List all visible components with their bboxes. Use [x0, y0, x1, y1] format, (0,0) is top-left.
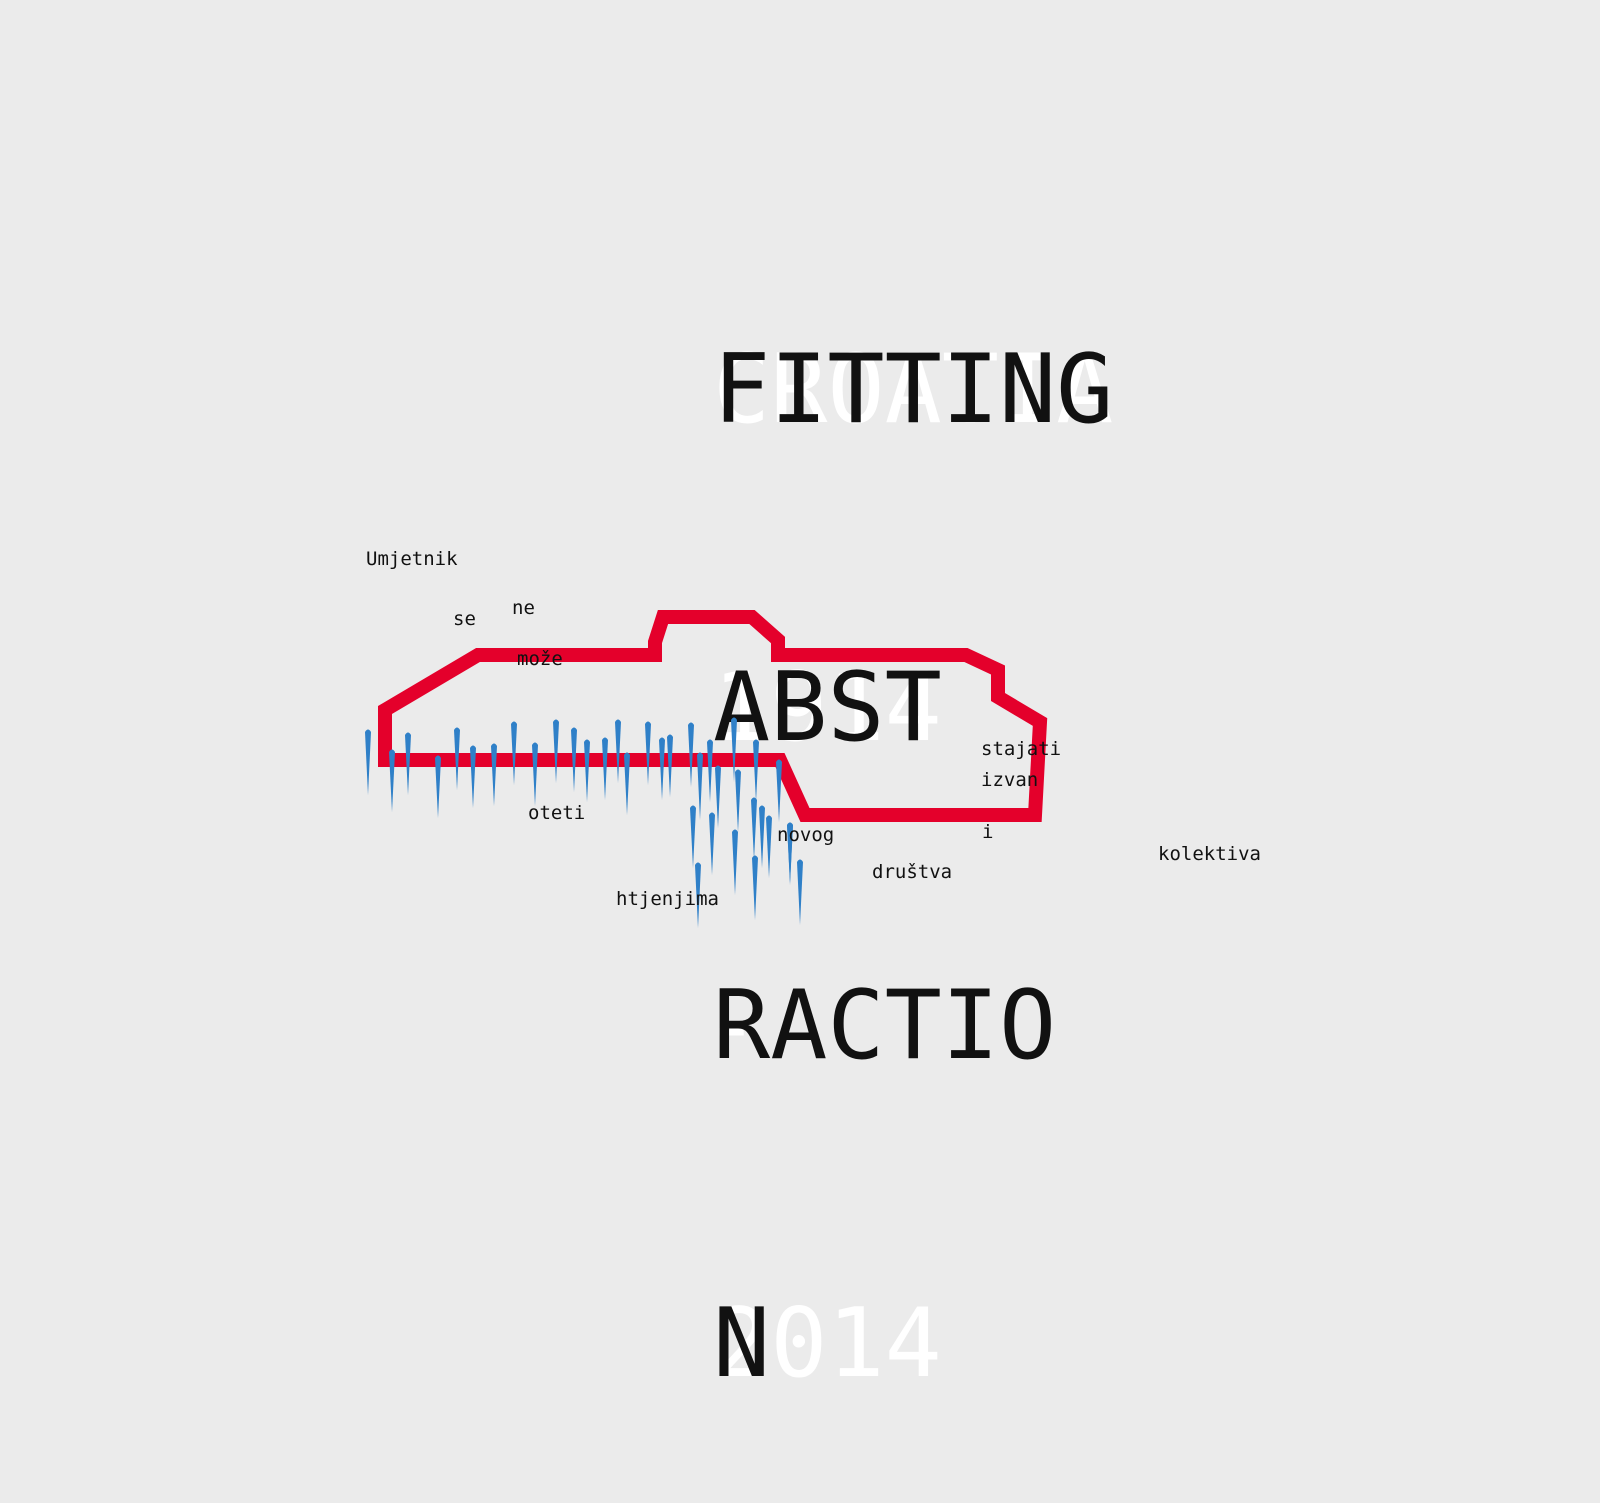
- icicle-drip-icon: [615, 719, 621, 783]
- word-stajati: stajati: [981, 738, 1062, 760]
- ghost-line-1: CROATIA: [713, 335, 1114, 445]
- icicle-drip-icon: [365, 729, 371, 795]
- icicle-drip-icon: [787, 822, 793, 885]
- icicle-drip-icon: [707, 739, 713, 802]
- icicle-drip-icon: [731, 717, 737, 782]
- icicle-group: [365, 717, 803, 928]
- ghost-line-3: -: [703, 971, 761, 1081]
- word-htjenjima: htjenjima: [616, 888, 719, 910]
- icicle-drip-icon: [752, 855, 758, 920]
- icicle-drip-icon: [688, 722, 694, 787]
- icicle-drip-icon: [389, 749, 395, 812]
- word-se: se: [453, 608, 476, 630]
- icicle-drip-icon: [797, 859, 803, 925]
- title-line-2: ABST: [713, 653, 942, 763]
- icicle-drip-icon: [709, 812, 715, 875]
- icicle-drip-icon: [697, 752, 703, 820]
- building-outline-icon: [378, 610, 1048, 822]
- word-novog: novog: [777, 824, 835, 846]
- icicle-drip-icon: [659, 737, 665, 800]
- icicle-drip-icon: [405, 732, 411, 795]
- ghost-line-2: 1914: [713, 653, 942, 763]
- word-i: i: [982, 821, 994, 843]
- icicle-drip-icon: [732, 829, 738, 895]
- word-umjetnik: Umjetnik: [366, 548, 458, 570]
- word-drustva: društva: [872, 861, 953, 883]
- icicle-drip-icon: [470, 745, 476, 808]
- icicle-drip-icon: [584, 739, 590, 802]
- word-izvan: izvan: [981, 769, 1039, 791]
- title-line-1: FITTING: [713, 335, 1114, 445]
- title-line-3: RACTIO: [713, 971, 1057, 1081]
- word-kolektiva: kolektiva: [1158, 843, 1261, 865]
- icicle-drip-icon: [667, 734, 673, 797]
- icicle-drip-icon: [624, 752, 630, 815]
- artwork: [365, 610, 1048, 928]
- icicle-drip-icon: [753, 739, 759, 802]
- icicle-drip-icon: [454, 727, 460, 790]
- title-line-4: N: [713, 1289, 771, 1399]
- icicle-drip-icon: [645, 721, 651, 785]
- icicle-drip-icon: [766, 815, 772, 878]
- icicle-drip-icon: [553, 719, 559, 783]
- icicle-drip-icon: [695, 862, 701, 928]
- word-ne: ne: [512, 597, 535, 619]
- icicle-drip-icon: [435, 755, 441, 818]
- icicle-drip-icon: [511, 721, 517, 785]
- word-moze: može: [517, 648, 563, 670]
- icicle-drip-icon: [491, 743, 497, 806]
- icicle-drip-icon: [735, 769, 741, 832]
- icicle-drip-icon: [532, 742, 538, 806]
- icicle-drip-icon: [690, 805, 696, 868]
- word-oteti: oteti: [528, 802, 586, 824]
- icicle-drip-icon: [759, 805, 765, 868]
- icicle-drip-icon: [751, 797, 757, 860]
- icicle-drip-icon: [602, 737, 608, 800]
- icicle-drip-icon: [571, 727, 577, 792]
- icicle-drip-icon: [715, 765, 721, 828]
- icicle-drip-icon: [776, 759, 782, 822]
